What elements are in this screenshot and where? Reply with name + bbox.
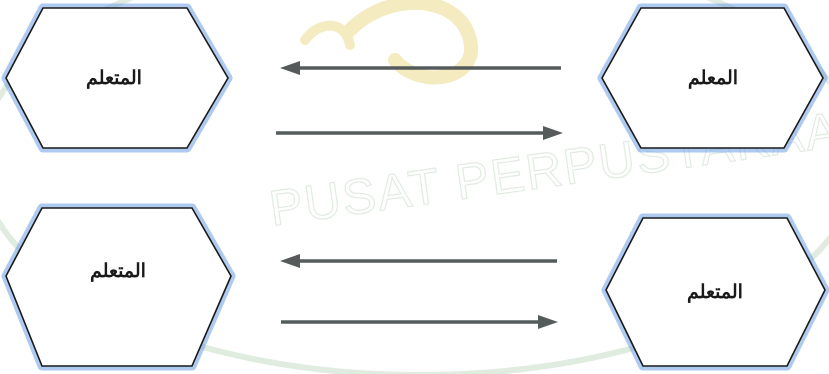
hexagon-shape: [5, 207, 232, 367]
arrow-bottom-rightward: [281, 315, 558, 329]
arrow-top-leftward: [280, 61, 561, 75]
hexagon-shape: [601, 7, 824, 149]
arrow-top-rightward: [276, 126, 563, 140]
hexagon-shape: [5, 7, 229, 149]
node-label-top-right: المعلم: [688, 67, 738, 89]
arrow-bottom-leftward: [280, 254, 557, 268]
node-bottom-left: المتعلم: [1, 203, 236, 371]
node-label-bottom-left: المتعلم: [90, 260, 146, 282]
node-bottom-right: المتعلم: [601, 213, 829, 371]
node-label-top-left: المتعلم: [86, 67, 142, 89]
node-top-right: المعلم: [597, 3, 828, 153]
node-label-bottom-right: المتعلم: [687, 281, 743, 303]
hexagon-shape: [605, 217, 826, 367]
node-top-left: المتعلم: [1, 3, 233, 153]
